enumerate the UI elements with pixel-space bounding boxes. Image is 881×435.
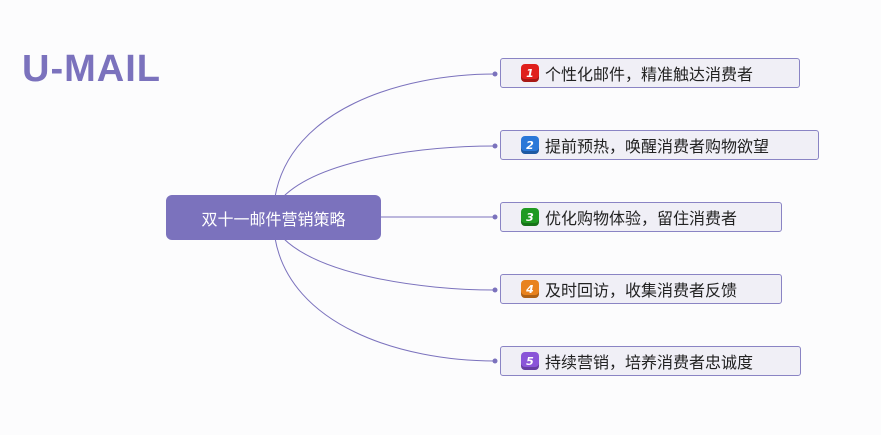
connector-dot <box>492 71 498 77</box>
branch-topic-5[interactable]: 5 持续营销，培养消费者忠诚度 <box>500 346 801 376</box>
branch-topic-1[interactable]: 1 个性化邮件，精准触达消费者 <box>500 58 800 88</box>
priority-1-icon: 1 <box>521 64 539 82</box>
connector-dot <box>492 287 498 293</box>
branch-label: 优化购物体验，留住消费者 <box>545 209 738 228</box>
branch-topic-2[interactable]: 2 提前预热，唤醒消费者购物欲望 <box>500 130 819 160</box>
connector-dot <box>492 143 498 149</box>
connector-4 <box>282 237 496 291</box>
priority-3-icon: 3 <box>521 208 539 226</box>
connector-1 <box>274 73 496 198</box>
connector-2 <box>282 145 496 198</box>
branch-topic-3[interactable]: 3 优化购物体验，留住消费者 <box>500 202 782 232</box>
branch-topic-4[interactable]: 4 及时回访，收集消费者反馈 <box>500 274 782 304</box>
priority-5-icon: 5 <box>521 352 539 370</box>
connector-dot <box>492 214 498 220</box>
connector-5 <box>274 237 496 362</box>
branch-label: 提前预热，唤醒消费者购物欲望 <box>545 137 770 156</box>
connector-dot <box>492 358 498 364</box>
priority-2-icon: 2 <box>521 136 539 154</box>
branch-label: 持续营销，培养消费者忠诚度 <box>545 353 754 372</box>
branch-label: 个性化邮件，精准触达消费者 <box>545 65 754 84</box>
branch-label: 及时回访，收集消费者反馈 <box>545 281 738 300</box>
logo: U-MAIL <box>22 48 161 90</box>
priority-4-icon: 4 <box>521 280 539 298</box>
central-topic[interactable]: 双十一邮件营销策略 <box>166 195 381 240</box>
